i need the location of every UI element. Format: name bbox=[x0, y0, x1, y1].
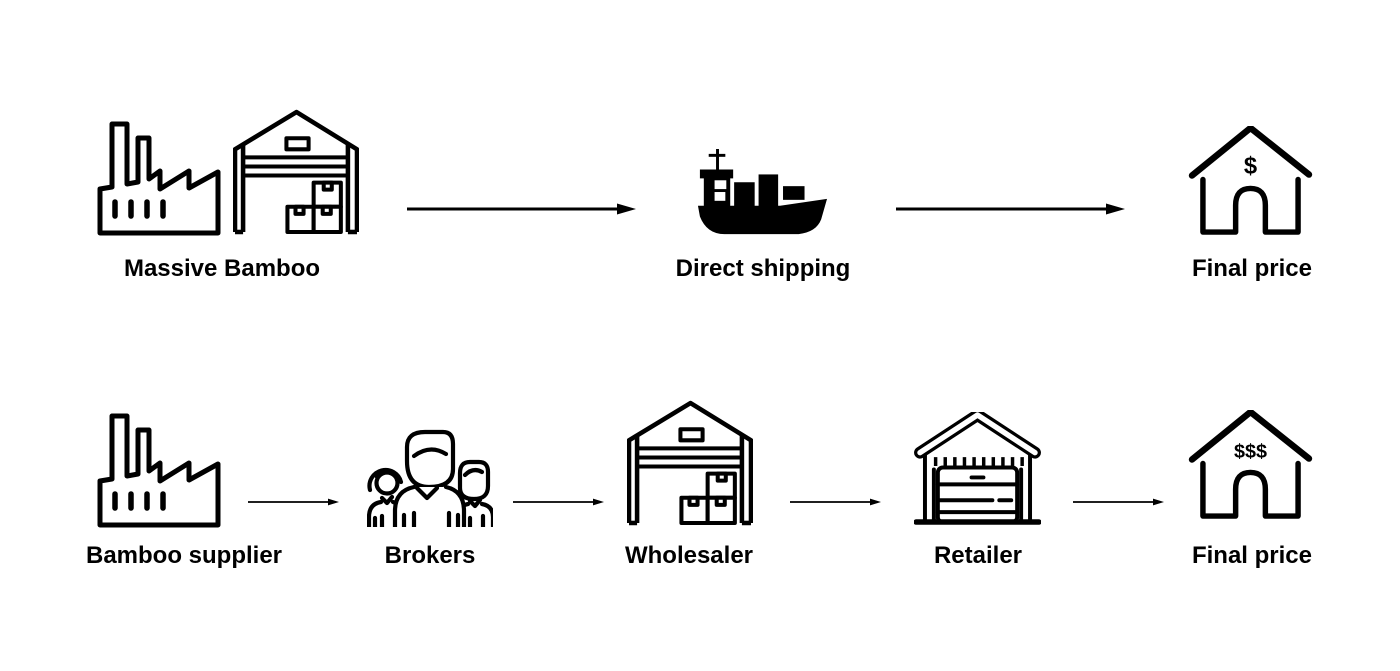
house-icon: $ bbox=[1188, 126, 1313, 237]
cargo-ship-icon bbox=[697, 149, 828, 235]
arrow-right-icon bbox=[406, 202, 636, 216]
factory-icon bbox=[96, 413, 222, 528]
node-label-final-price-bottom: Final price bbox=[1191, 542, 1313, 569]
warehouse-icon bbox=[233, 109, 359, 235]
house-icon: $$$ bbox=[1188, 410, 1313, 521]
node-label-brokers: Brokers bbox=[384, 542, 476, 569]
node-label-bamboo-supplier: Bamboo supplier bbox=[85, 542, 283, 569]
node-label-wholesaler: Wholesaler bbox=[624, 542, 754, 569]
node-label-final-price-top: Final price bbox=[1191, 255, 1313, 282]
price-symbol: $ bbox=[1244, 153, 1257, 180]
people-icon bbox=[367, 427, 493, 527]
storefront-icon bbox=[914, 412, 1041, 525]
arrow-right-icon bbox=[790, 497, 881, 507]
arrow-right-icon bbox=[248, 497, 339, 507]
arrow-right-icon bbox=[895, 202, 1125, 216]
arrow-right-icon bbox=[513, 497, 604, 507]
factory-icon bbox=[96, 121, 222, 236]
node-label-retailer: Retailer bbox=[933, 542, 1023, 569]
warehouse-icon bbox=[627, 400, 753, 526]
arrow-right-icon bbox=[1073, 497, 1164, 507]
node-label-direct-shipping: Direct shipping bbox=[675, 255, 851, 282]
node-label-massive-bamboo: Massive Bamboo bbox=[123, 255, 321, 282]
price-symbol: $$$ bbox=[1234, 441, 1267, 463]
